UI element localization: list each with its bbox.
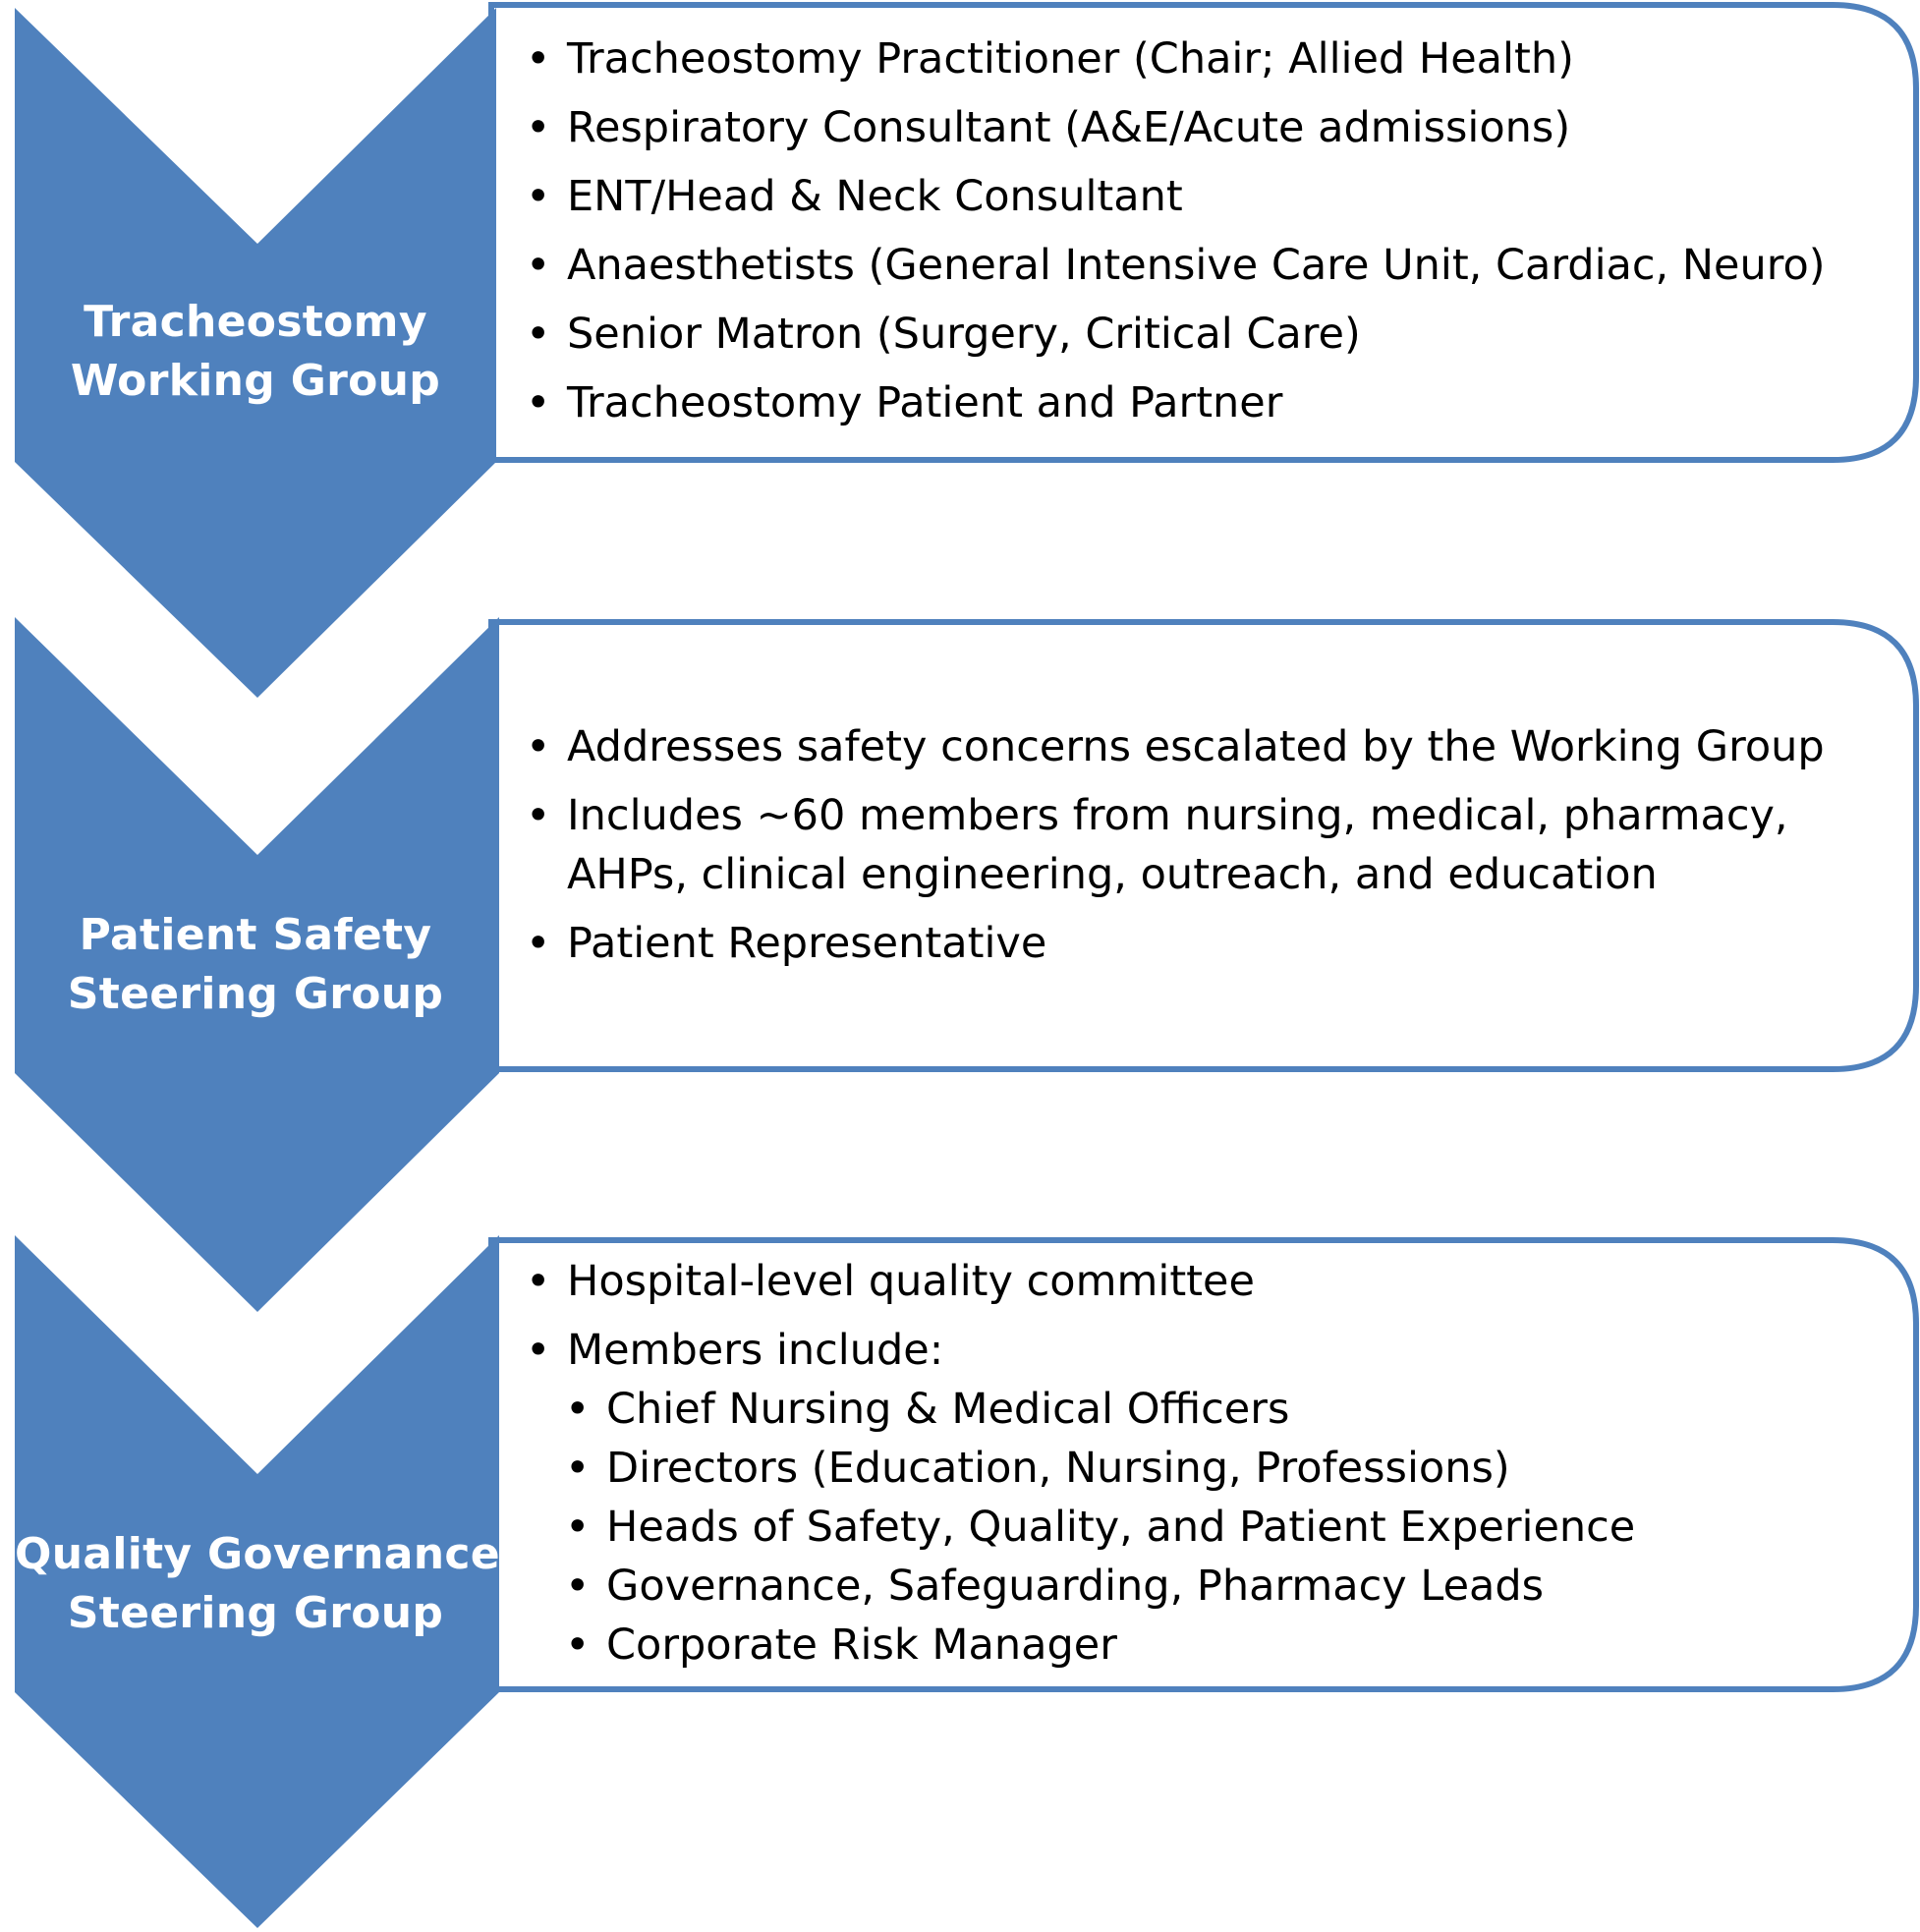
stage-2-chevron — [15, 617, 499, 1312]
list-item: Tracheostomy Practitioner (Chair; Allied… — [526, 29, 1892, 88]
stage-2-label-line-2: Steering Group — [67, 969, 444, 1019]
stage-3-chevron — [15, 1235, 499, 1928]
stage-2-content: Addresses safety concerns escalated by t… — [526, 717, 1892, 973]
stage-2-label: Patient Safety Steering Group — [15, 906, 496, 1024]
stage-1-content: Tracheostomy Practitioner (Chair; Allied… — [526, 29, 1892, 432]
sub-list-item: Corporate Risk Manager — [526, 1616, 1892, 1675]
list-item-continuation: AHPs, clinical engineering, outreach, an… — [567, 850, 1658, 899]
stage-1-label-line-2: Working Group — [70, 356, 441, 406]
stage-3-label-line-1: Quality Governance — [15, 1529, 500, 1579]
list-item: Respiratory Consultant (A&E/Acute admiss… — [526, 98, 1892, 157]
stage-1-label: Tracheostomy Working Group — [15, 293, 496, 411]
list-item: Patient Representative — [526, 914, 1892, 973]
stage-3-content: Hospital-level quality committee Members… — [526, 1252, 1892, 1675]
list-item: Addresses safety concerns escalated by t… — [526, 717, 1892, 776]
stage-3-label: Quality Governance Steering Group — [15, 1525, 500, 1643]
list-item: Hospital-level quality committee — [526, 1252, 1892, 1311]
stage-1-label-line-1: Tracheostomy — [84, 297, 427, 347]
sub-list-item: Directors (Education, Nursing, Professio… — [526, 1439, 1892, 1498]
list-item: Anaesthetists (General Intensive Care Un… — [526, 236, 1892, 295]
list-item: Includes ~60 members from nursing, medic… — [526, 786, 1892, 845]
stage-3-label-line-2: Steering Group — [67, 1588, 444, 1638]
stage-2-label-line-1: Patient Safety — [79, 910, 432, 960]
sub-list-item: Heads of Safety, Quality, and Patient Ex… — [526, 1498, 1892, 1557]
sub-list-item: Chief Nursing & Medical Officers — [526, 1380, 1892, 1439]
list-item: ENT/Head & Neck Consultant — [526, 167, 1892, 226]
list-item: Members include: — [526, 1321, 1892, 1380]
list-item: Tracheostomy Patient and Partner — [526, 373, 1892, 432]
sub-list-item: Governance, Safeguarding, Pharmacy Leads — [526, 1557, 1892, 1616]
list-item: Senior Matron (Surgery, Critical Care) — [526, 305, 1892, 364]
stage-1-chevron — [15, 8, 496, 698]
